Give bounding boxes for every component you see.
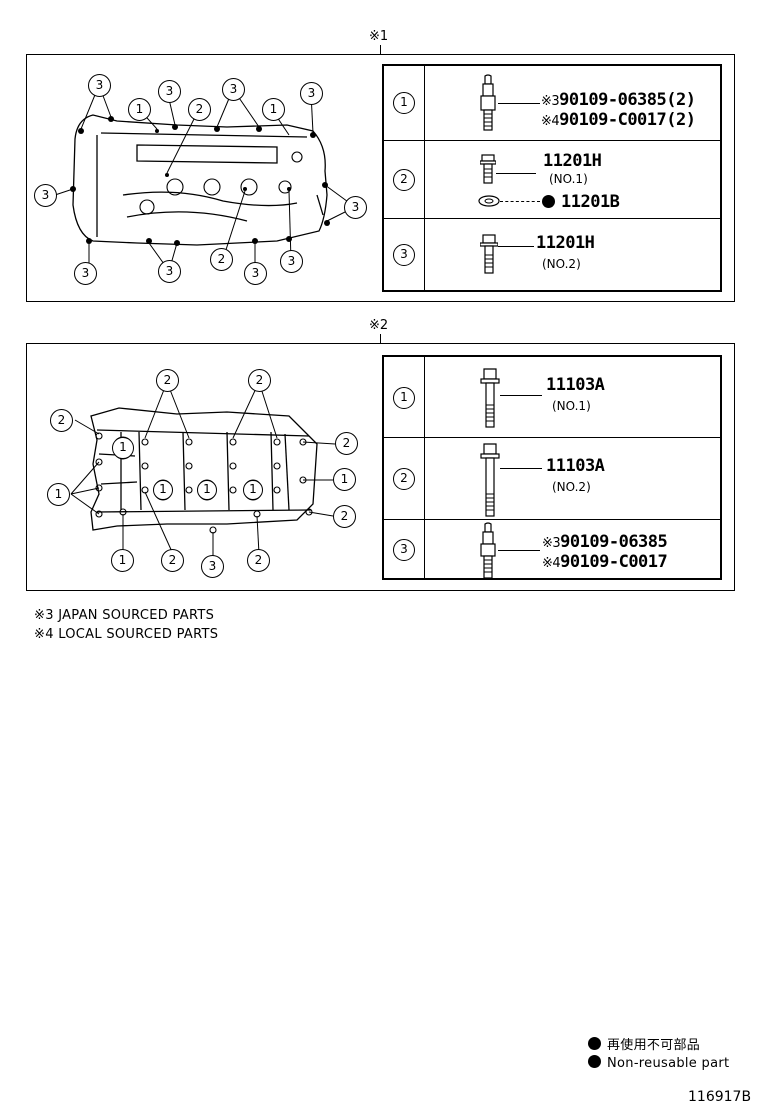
non-reusable-legend-icon (588, 1037, 601, 1050)
callout-s1-2: 3 (158, 80, 181, 103)
figure-id: 116917B (688, 1089, 752, 1105)
s2-row-1: 1 11103A (NO.1) (384, 357, 720, 437)
s1-row-2: 2 11201H (NO.1) 11201B (384, 140, 720, 219)
s2-row-1-sub-a: (NO.1) (552, 399, 591, 413)
callout-s1-13: 2 (210, 248, 233, 271)
note-local-sourced: ※4 LOCAL SOURCED PARTS (34, 627, 219, 642)
callout-s2-7: 1 (153, 480, 173, 500)
s2-row-3-index: 3 (393, 539, 415, 561)
non-reusable-legend-icon (588, 1055, 601, 1068)
index-column (384, 357, 425, 578)
callout-s1-9: 3 (344, 196, 367, 219)
callout-s2-16: 3 (201, 555, 224, 578)
callout-s1-14: 3 (280, 250, 303, 273)
callout-s1-11: 3 (158, 260, 181, 283)
s1-row-3: 3 11201H (NO.2) (384, 218, 720, 291)
legend-jp: 再使用不可部品 (588, 1034, 700, 1053)
callout-s1-5: 2 (188, 98, 211, 121)
s2-row-3: 3 ※390109-06385 ※490109-C0017 (384, 519, 720, 580)
s1-row-3-part-a: 11201H (536, 233, 595, 253)
callout-s2-2: 2 (248, 369, 271, 392)
s2-row-1-part-a: 11103A (546, 375, 605, 395)
callout-s1-8: 3 (34, 184, 57, 207)
callout-s2-1: 2 (156, 369, 179, 392)
s1-row-1: 1 ※390109-06385(2) ※490109-C0017(2) (384, 66, 720, 140)
callout-s1-10: 3 (74, 262, 97, 285)
callout-s1-1: 3 (88, 74, 111, 97)
callout-s2-4: 2 (335, 432, 358, 455)
bolt-icon (480, 234, 498, 274)
index-column (384, 66, 425, 290)
stud-bolt-icon (480, 74, 496, 131)
s1-row-2-index: 2 (393, 169, 415, 191)
section1-panel: 3 3 1 3 2 3 1 3 3 3 3 3 2 3 2 (26, 54, 735, 302)
non-reusable-mark-icon (542, 195, 555, 208)
callout-s2-8: 1 (197, 480, 217, 500)
s1-row-1-line-1: ※390109-06385(2) (541, 90, 696, 110)
bolt-icon (480, 154, 496, 184)
s1-row-1-index: 1 (393, 92, 415, 114)
s1-row-1-leader (498, 103, 540, 104)
section2-leader (380, 334, 381, 344)
head-cover-diagram (54, 84, 356, 272)
long-head-bolt-icon (480, 443, 500, 517)
section2-panel: 2 2 2 2 1 1 1 1 1 1 2 1 2 2 1 3 2 (26, 343, 735, 591)
s1-row-1-line-2: ※490109-C0017(2) (541, 110, 696, 130)
section1-label: ※1 (369, 29, 389, 44)
callout-s2-9: 1 (243, 480, 263, 500)
callout-s1-7: 1 (262, 98, 285, 121)
s1-row-2-part-b: 11201B (542, 192, 620, 212)
s2-row-2-sub-a: (NO.2) (552, 480, 591, 494)
legend-en: Non-reusable part (588, 1055, 729, 1071)
callout-s2-6: 1 (47, 483, 70, 506)
callout-s2-10: 1 (333, 468, 356, 491)
callout-s2-5: 1 (112, 437, 134, 459)
cylinder-head-diagram (70, 381, 336, 560)
callout-s2-14: 2 (247, 549, 270, 572)
s2-row-2: 2 11103A (NO.2) (384, 437, 720, 520)
head-bolt-icon (480, 368, 500, 428)
s2-row-2-part-a: 11103A (546, 456, 605, 476)
s1-row-2-sub-a: (NO.1) (549, 172, 588, 186)
section1-parts-table: 1 ※390109-06385(2) ※490109-C0017(2) 2 (382, 64, 722, 292)
callout-s1-6: 3 (300, 82, 323, 105)
callout-s2-11: 2 (333, 505, 356, 528)
s1-row-3-index: 3 (393, 244, 415, 266)
s2-row-2-index: 2 (393, 468, 415, 490)
s2-row-3-line-2: ※490109-C0017 (542, 552, 668, 572)
washer-icon (478, 195, 500, 207)
callout-s1-4: 3 (222, 78, 245, 101)
callout-s2-13: 2 (161, 549, 184, 572)
callout-s1-3: 1 (128, 98, 151, 121)
callout-s2-12: 1 (111, 549, 134, 572)
s1-row-2-part-a: 11201H (543, 151, 602, 171)
section1-leader (380, 45, 381, 55)
section2-parts-table: 1 11103A (NO.1) 2 11103A (NO.2) (382, 355, 722, 580)
s2-row-1-index: 1 (393, 387, 415, 409)
head-outline (90, 407, 318, 531)
s2-row-3-line-1: ※390109-06385 (542, 532, 668, 552)
s1-row-3-sub-a: (NO.2) (542, 257, 581, 271)
callout-s1-12: 3 (244, 262, 267, 285)
callout-s2-3: 2 (50, 409, 73, 432)
note-japan-sourced: ※3 JAPAN SOURCED PARTS (34, 608, 215, 623)
section2-label: ※2 (369, 318, 389, 333)
stud-bolt-icon (480, 522, 496, 579)
